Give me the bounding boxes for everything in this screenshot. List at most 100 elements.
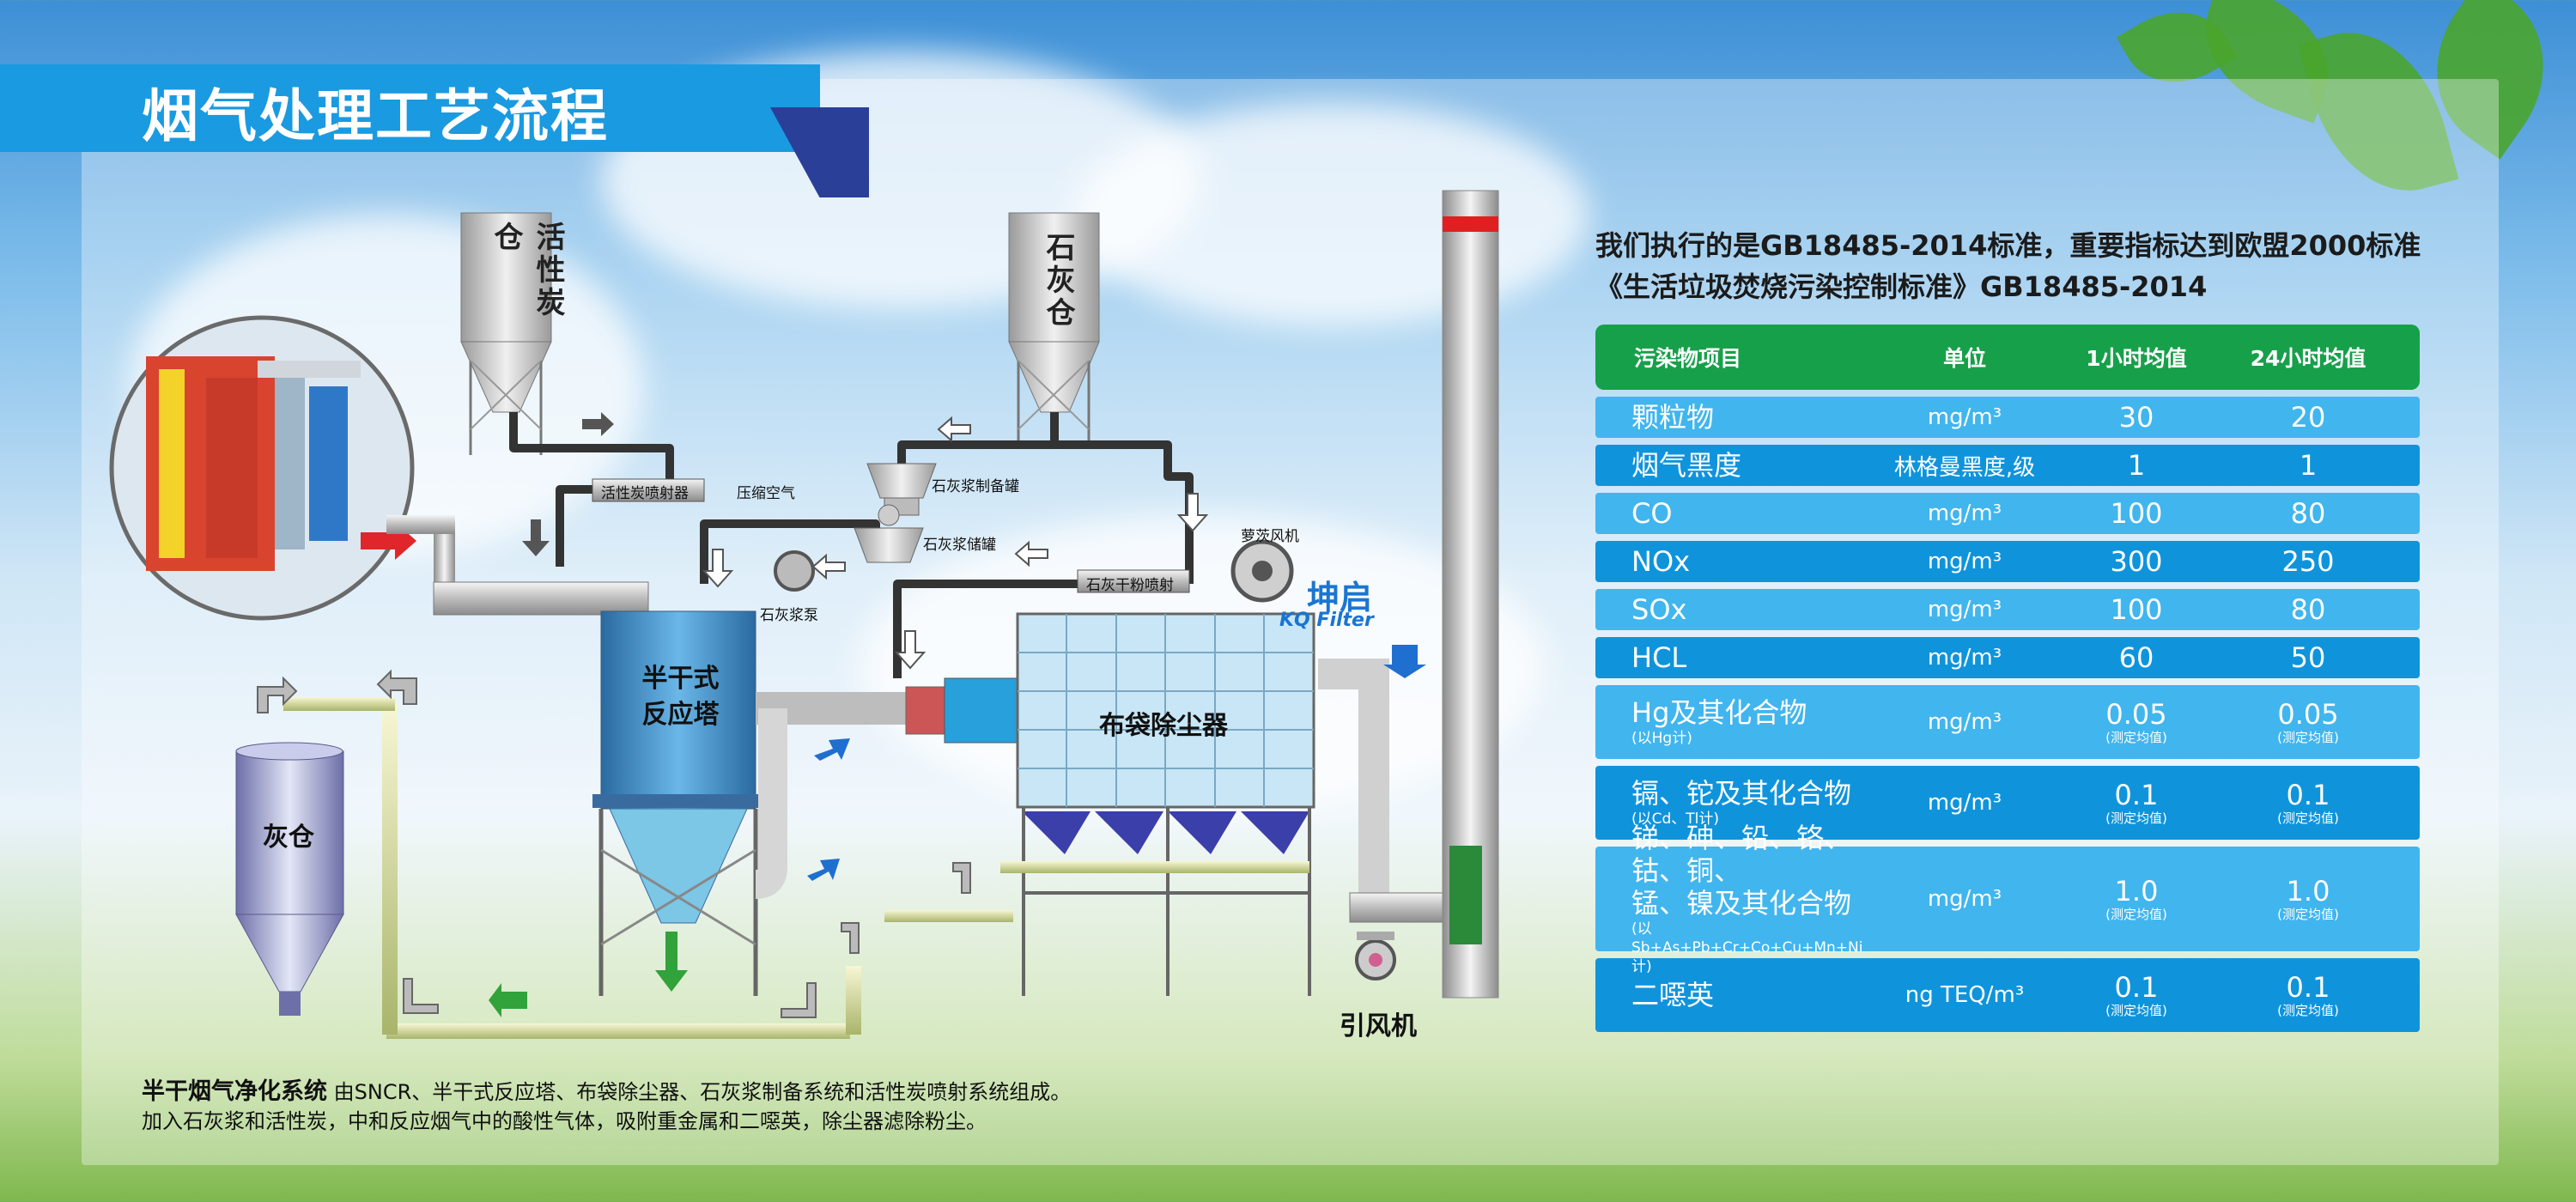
cell-pollutant: SOx	[1595, 593, 1879, 626]
cell-pollutant: HCL	[1595, 641, 1879, 674]
value-24h: 80	[2290, 497, 2326, 530]
lime-silo-label: 石灰仓	[1041, 232, 1075, 330]
cell-unit: ng TEQ/m³	[1905, 982, 2025, 1008]
bag-filter-body	[1016, 612, 1315, 996]
value-24h: 1.0	[2286, 875, 2330, 908]
table-row: NOx mg/m³ 300 250	[1595, 541, 2420, 582]
table-row: 锑、砷、铅、铬、钴、铜、 锰、镍及其化合物(以Sb+As+Pb+Cr+Co+Cu…	[1595, 822, 2420, 975]
header-1h: 1小时均值	[2086, 346, 2187, 371]
value-24h-note: (测定均值)	[2277, 810, 2339, 826]
cell-pollutant: NOx	[1595, 545, 1879, 578]
value-1h-note: (测定均值)	[2105, 810, 2167, 826]
slurry-store-tank	[854, 504, 924, 563]
ash-conveyor	[283, 697, 1309, 1039]
pollutant-name: Hg及其化合物	[1631, 696, 1807, 729]
description: 半干烟气净化系统 由SNCR、半干式反应塔、布袋除尘器、石灰浆制备系统和活性炭喷…	[142, 1078, 1071, 1136]
pollutant-name: NOx	[1631, 545, 1691, 578]
slurry-pump-label: 石灰浆泵	[760, 607, 818, 624]
value-24h: 1	[2299, 449, 2318, 482]
cell-1h: 30	[2050, 402, 2222, 433]
cell-pollutant: 二噁英	[1595, 979, 1879, 1011]
bag-filter-label: 布袋除尘器	[1099, 711, 1228, 741]
cell-pollutant: 镉、铊及其化合物(以Cd、Tl计)	[1595, 777, 1879, 829]
value-1h: 100	[2110, 497, 2163, 530]
cell-1h: 0.05(测定均值)	[2050, 699, 2222, 745]
value-24h: 80	[2290, 593, 2326, 626]
value-24h: 20	[2290, 401, 2326, 434]
description-line-2: 加入石灰浆和活性炭，中和反应烟气中的酸性气体，吸附重金属和二噁英，除尘器滤除粉尘…	[142, 1109, 987, 1133]
roots-blower	[1230, 539, 1294, 603]
value-1h-note: (测定均值)	[2105, 1003, 2167, 1018]
pollutant-basis: (以Cd、Tl计)	[1631, 810, 1720, 828]
value-1h: 0.05	[2105, 698, 2167, 731]
cell-1h: 1	[2050, 450, 2222, 481]
table-header: 污染物项目 单位 1小时均值 24小时均值	[1595, 325, 2420, 390]
header-pollutant: 污染物项目	[1634, 346, 1742, 371]
value-24h-note: (测定均值)	[2277, 1003, 2339, 1018]
header-24h: 24小时均值	[2250, 346, 2366, 371]
chimney-stack	[1442, 190, 1499, 999]
cell-24h: 0.1(测定均值)	[2222, 780, 2394, 826]
cell-pollutant: Hg及其化合物(以Hg计)	[1595, 696, 1879, 748]
slurry-prep-tank	[866, 463, 937, 516]
value-24h-note: (测定均值)	[2277, 907, 2339, 922]
cell-unit: mg/m³	[1927, 597, 2002, 622]
pollutant-name: HCL	[1631, 641, 1687, 674]
value-1h: 30	[2118, 401, 2154, 434]
cell-pollutant: CO	[1595, 497, 1879, 530]
value-1h: 300	[2110, 545, 2163, 578]
cell-24h: 80	[2222, 498, 2394, 529]
cell-unit: mg/m³	[1927, 709, 2002, 735]
induced-draft-fan	[1355, 932, 1396, 980]
value-1h-note: (测定均值)	[2105, 907, 2167, 922]
cell-1h: 0.1(测定均值)	[2050, 972, 2222, 1018]
process-diagram	[109, 190, 1499, 1039]
cell-pollutant: 锑、砷、铅、铬、钴、铜、 锰、镍及其化合物(以Sb+As+Pb+Cr+Co+Cu…	[1595, 822, 1879, 976]
value-1h: 1.0	[2114, 875, 2159, 908]
pollutant-name: 二噁英	[1631, 979, 1715, 1011]
pollutant-name: 烟气黑度	[1631, 449, 1742, 482]
value-24h: 0.05	[2277, 698, 2339, 731]
cell-unit: mg/m³	[1927, 549, 2002, 574]
fan-label: 引风机	[1340, 1011, 1417, 1041]
cell-unit: mg/m³	[1927, 645, 2002, 671]
cell-24h: 0.1(测定均值)	[2222, 972, 2394, 1018]
cell-24h: 1	[2222, 450, 2394, 481]
slurry-store-label: 石灰浆储罐	[923, 537, 996, 554]
cell-1h: 60	[2050, 642, 2222, 673]
standard-line-2: 《生活垃圾焚烧污染控制标准》GB18485-2014	[1595, 270, 2208, 303]
carbon-injector-label: 活性炭喷射器	[601, 485, 689, 502]
dry-lime-injector-label: 石灰干粉喷射	[1086, 577, 1174, 594]
table-row: CO mg/m³ 100 80	[1595, 493, 2420, 534]
cell-unit: mg/m³	[1927, 501, 2002, 526]
description-title: 半干烟气净化系统	[142, 1078, 327, 1105]
cell-24h: 80	[2222, 594, 2394, 625]
standard-line-1: 我们执行的是GB18485-2014标准，重要指标达到欧盟2000标准	[1595, 229, 2421, 262]
cell-24h: 1.0(测定均值)	[2222, 876, 2394, 922]
reactor-tower	[592, 610, 764, 996]
value-24h-note: (测定均值)	[2277, 730, 2339, 745]
carbon-silo	[460, 212, 552, 455]
value-1h: 0.1	[2114, 971, 2159, 1004]
pollutant-name: 颗粒物	[1631, 401, 1715, 434]
description-line-1: 由SNCR、半干式反应塔、布袋除尘器、石灰浆制备系统和活性炭喷射系统组成。	[333, 1080, 1072, 1104]
roots-blower-label: 萝茨风机	[1241, 528, 1299, 545]
cell-1h: 300	[2050, 546, 2222, 577]
cell-24h: 250	[2222, 546, 2394, 577]
pollutant-name: SOx	[1631, 593, 1687, 626]
value-1h: 0.1	[2114, 779, 2159, 811]
cell-1h: 100	[2050, 498, 2222, 529]
pollutant-name: CO	[1631, 497, 1673, 530]
value-1h: 1	[2127, 449, 2146, 482]
title-bar	[0, 64, 820, 152]
boiler-inset	[109, 315, 415, 621]
pollutant-basis: (以Sb+As+Pb+Cr+Co+Cu+Mn+Ni计)	[1631, 920, 1863, 975]
cell-24h: 20	[2222, 402, 2394, 433]
cell-pollutant: 颗粒物	[1595, 401, 1879, 434]
